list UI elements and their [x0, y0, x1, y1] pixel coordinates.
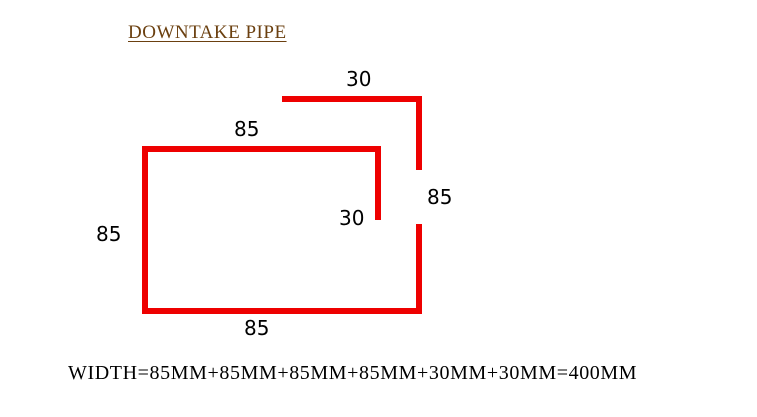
- left-edge-dimension: 85: [96, 222, 122, 246]
- top-flap-dimension: 30: [346, 67, 372, 91]
- width-formula: WIDTH=85MM+85MM+85MM+85MM+30MM+30MM=400M…: [68, 362, 638, 384]
- inner-flap-dimension: 30: [339, 206, 365, 230]
- main-profile-outline: [142, 146, 422, 314]
- top-flap-and-upper-right-edge: [282, 96, 422, 170]
- bottom-edge-dimension: 85: [244, 316, 270, 340]
- diagram-title: DOWNTAKE PIPE: [128, 22, 287, 43]
- top-edge-dimension: 85: [234, 117, 260, 141]
- right-edge-dimension: 85: [427, 185, 453, 209]
